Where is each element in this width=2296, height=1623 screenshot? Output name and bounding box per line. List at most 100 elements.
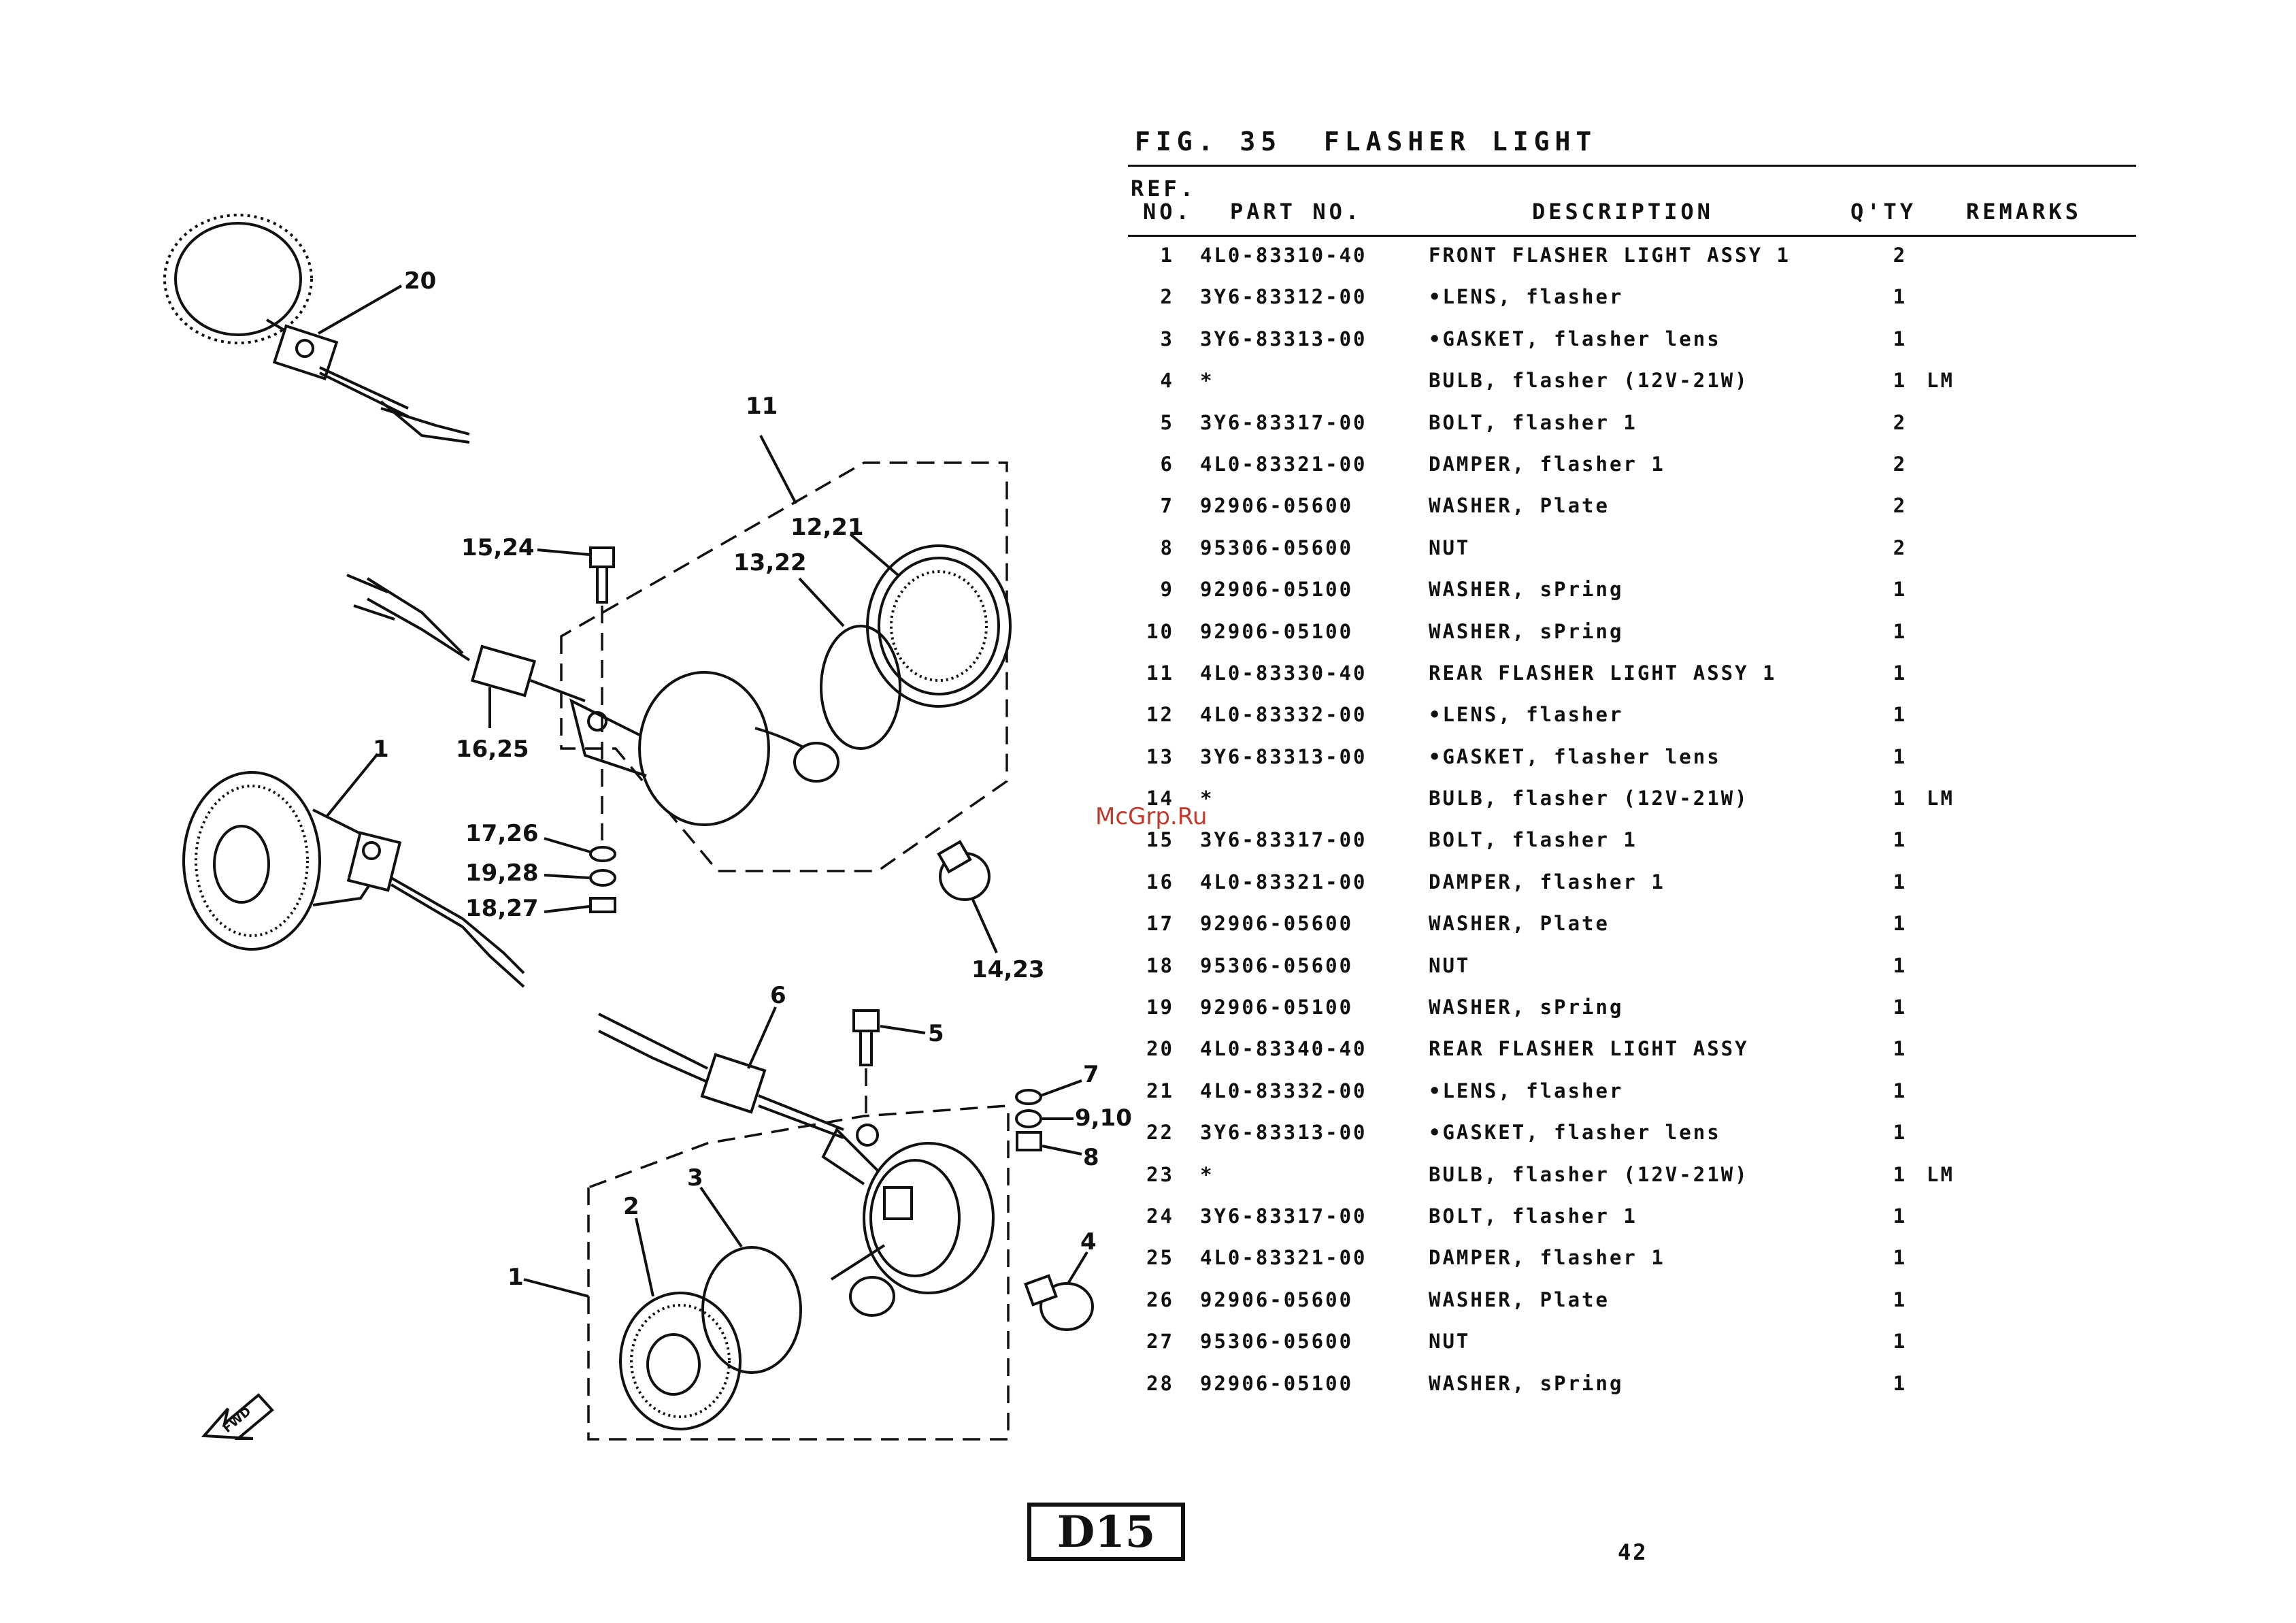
washers-17-19-18-drawing	[589, 846, 616, 913]
callout-5: 5	[928, 1020, 944, 1047]
description-cell: NUT	[1429, 536, 1471, 559]
qty-cell: 1	[1893, 1121, 1908, 1145]
ref-cell: 11	[1146, 661, 1174, 685]
qty-cell: 1	[1893, 1246, 1908, 1270]
qty-cell: 1	[1893, 327, 1908, 350]
part-no-cell: 4L0-83330-40	[1200, 661, 1367, 685]
title-rule	[1128, 165, 2136, 167]
part-no-cell: 4L0-83321-00	[1200, 1246, 1367, 1270]
callout-18-27: 18,27	[465, 895, 539, 922]
qty-cell: 1	[1893, 1288, 1908, 1311]
part-no-cell: 92906-05600	[1200, 912, 1354, 936]
callout-20: 20	[404, 267, 436, 295]
description-cell: BOLT, flasher 1	[1429, 1204, 1637, 1228]
qty-cell: 1	[1893, 828, 1908, 852]
qty-cell: 2	[1893, 536, 1908, 559]
bolt-5-drawing	[852, 1009, 880, 1123]
callout-19-28: 19,28	[465, 859, 539, 887]
ref-cell: 25	[1146, 1246, 1174, 1270]
front-housing-drawing	[821, 1124, 995, 1317]
part-no-cell: 3Y6-83312-00	[1200, 285, 1367, 309]
description-cell: WASHER, Plate	[1429, 494, 1610, 518]
description-cell: REAR FLASHER LIGHT ASSY 1	[1429, 661, 1777, 685]
ref-cell: 2	[1160, 285, 1174, 309]
qty-cell: 1	[1893, 1037, 1908, 1061]
ref-cell: 28	[1146, 1371, 1174, 1395]
ref-cell: 12	[1146, 703, 1174, 727]
header-description: DESCRIPTION	[1532, 199, 1714, 225]
description-cell: REAR FLASHER LIGHT ASSY	[1429, 1037, 1749, 1061]
part-no-cell: 3Y6-83313-00	[1200, 1121, 1367, 1145]
ref-cell: 14	[1146, 787, 1174, 810]
ref-cell: 20	[1146, 1037, 1174, 1061]
part-no-cell: 4L0-83332-00	[1200, 1079, 1367, 1102]
header-ref-bottom: NO.	[1143, 199, 1193, 225]
ref-cell: 16	[1146, 870, 1174, 894]
callout-7: 7	[1083, 1061, 1099, 1088]
qty-cell: 1	[1893, 996, 1908, 1019]
header-qty: Q'TY	[1850, 199, 1917, 225]
callout-17-26: 17,26	[465, 820, 539, 847]
ref-cell: 22	[1146, 1121, 1174, 1145]
qty-cell: 1	[1893, 912, 1908, 936]
damper-16-25-drawing	[346, 574, 586, 702]
qty-cell: 1	[1893, 1330, 1908, 1354]
description-cell: WASHER, sPring	[1429, 578, 1624, 602]
ref-cell: 13	[1146, 744, 1174, 768]
ref-cell: 5	[1160, 410, 1174, 434]
qty-cell: 1	[1893, 703, 1908, 727]
ref-cell: 15	[1146, 828, 1174, 852]
header-rule	[1128, 235, 2136, 237]
part-no-cell: 4L0-83321-00	[1200, 870, 1367, 894]
part-no-cell: *	[1200, 787, 1214, 810]
gasket-3-drawing	[701, 1246, 802, 1374]
part-no-cell: 92906-05600	[1200, 494, 1354, 518]
description-cell: DAMPER, flasher 1	[1429, 870, 1665, 894]
qty-cell: 1	[1893, 953, 1908, 977]
ref-cell: 17	[1146, 912, 1174, 936]
ref-cell: 23	[1146, 1162, 1174, 1186]
header-ref-top: REF.	[1131, 176, 1197, 201]
qty-cell: 2	[1893, 452, 1908, 476]
rear-flasher-assy-20-drawing	[163, 214, 470, 444]
callout-13-22: 13,22	[733, 549, 807, 576]
part-no-cell: 4L0-83310-40	[1200, 244, 1367, 267]
callout-14-23: 14,23	[971, 956, 1045, 983]
description-cell: WASHER, sPring	[1429, 619, 1624, 643]
watermark: McGrp.Ru	[1095, 803, 1208, 830]
ref-cell: 27	[1146, 1330, 1174, 1354]
ref-cell: 26	[1146, 1288, 1174, 1311]
ref-cell: 18	[1146, 953, 1174, 977]
description-cell: •GASKET, flasher lens	[1429, 744, 1721, 768]
qty-cell: 1	[1893, 578, 1908, 602]
callout-3: 3	[687, 1164, 703, 1192]
callout-16-25: 16,25	[456, 736, 529, 763]
parts-table: 1 4L0-83310-40 FRONT FLASHER LIGHT ASSY 1 2…	[1128, 234, 2136, 1404]
part-no-cell: 95306-05600	[1200, 1330, 1354, 1354]
ref-cell: 19	[1146, 996, 1174, 1019]
callout-1-bottom: 1	[508, 1264, 524, 1291]
description-cell: FRONT FLASHER LIGHT ASSY 1	[1429, 244, 1791, 267]
description-cell: •LENS, flasher	[1429, 1079, 1624, 1102]
part-no-cell: 92906-05600	[1200, 1288, 1354, 1311]
description-cell: BOLT, flasher 1	[1429, 828, 1637, 852]
lens-2-drawing	[619, 1292, 742, 1430]
part-no-cell: 92906-05100	[1200, 1371, 1354, 1395]
ref-cell: 7	[1160, 494, 1174, 518]
remarks-cell: LM	[1927, 369, 1954, 393]
